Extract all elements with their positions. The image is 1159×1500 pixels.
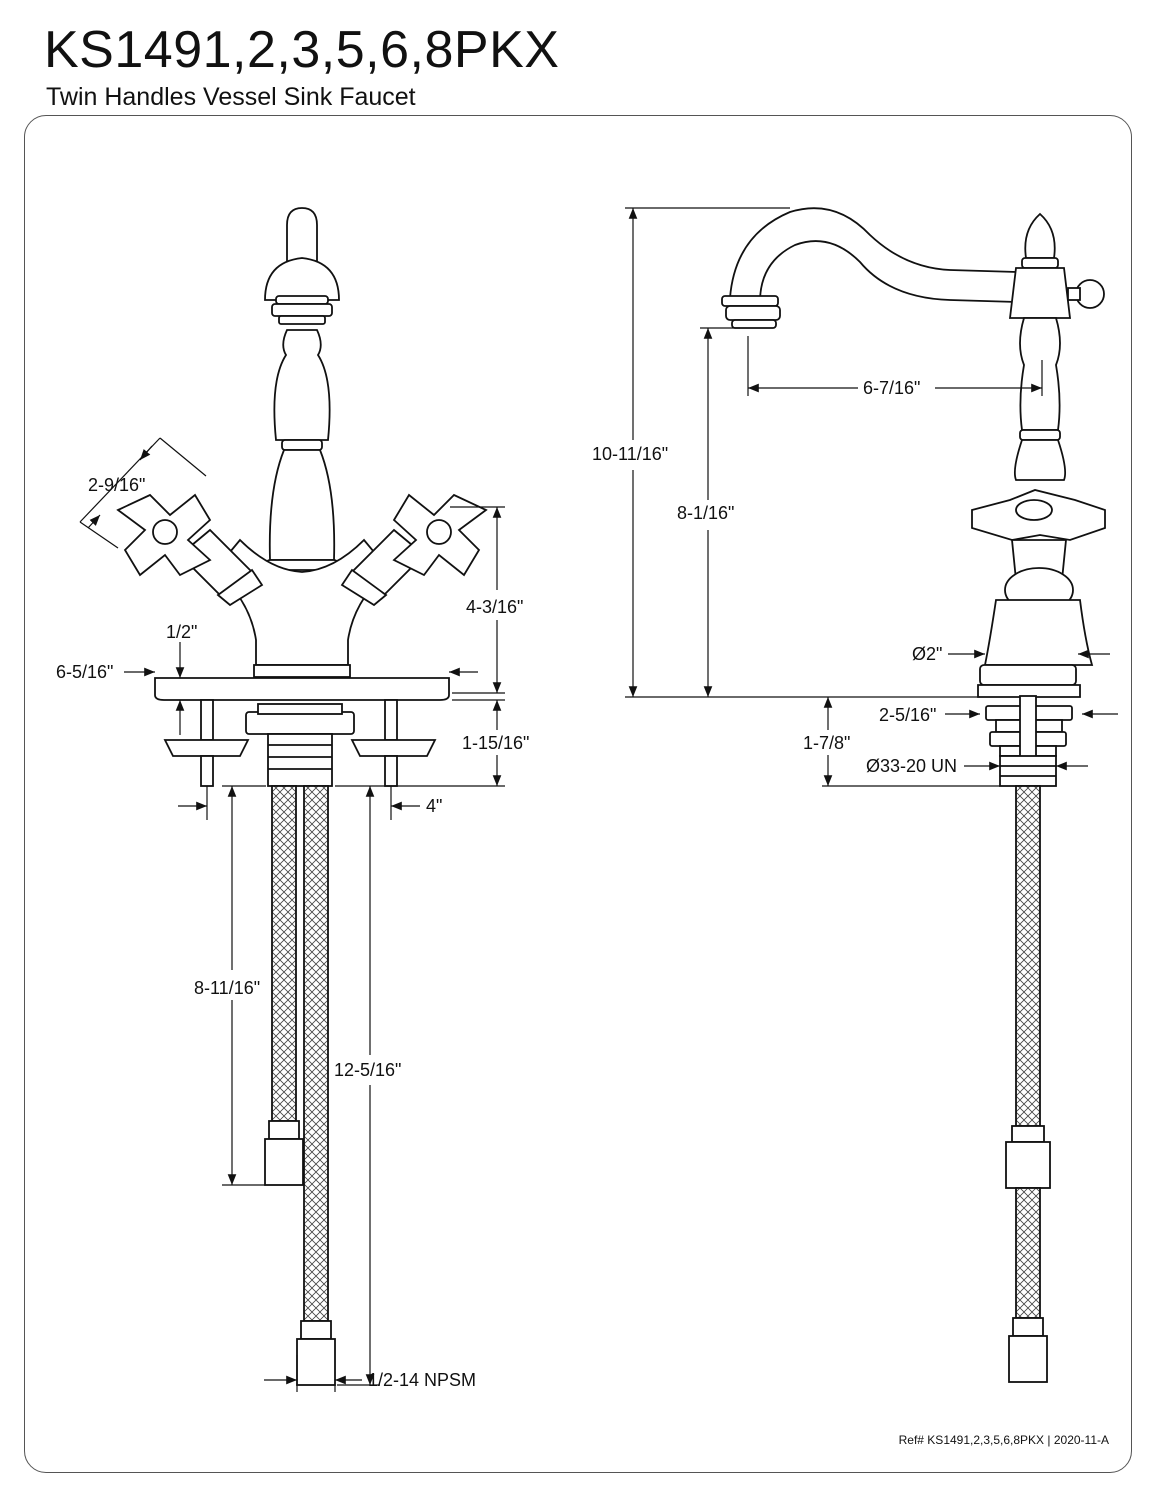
dim-connector: 1/2-14 NPSM xyxy=(368,1370,476,1390)
side-view-faucet xyxy=(721,207,1106,1383)
dim-spout-reach: 6-7/16" xyxy=(863,378,920,398)
dim-shank-length-side: 1-7/8" xyxy=(803,733,850,753)
dim-shank-length-front: 1-15/16" xyxy=(462,733,529,753)
dim-plate-width: 6-5/16" xyxy=(56,662,113,682)
dim-thread: Ø33-20 UN xyxy=(866,756,957,776)
dim-hose-long: 12-5/16" xyxy=(334,1060,401,1080)
reference-number: Ref# KS1491,2,3,5,6,8PKX | 2020-11-A xyxy=(898,1433,1109,1447)
page-title: KS1491,2,3,5,6,8PKX xyxy=(44,21,560,79)
page-subtitle: Twin Handles Vessel Sink Faucet xyxy=(46,83,416,111)
dim-center-spread: 4" xyxy=(426,796,442,816)
dim-mount-width: 2-5/16" xyxy=(879,705,936,725)
dim-plate-thickness: 1/2" xyxy=(166,622,197,642)
dim-handle-width: 2-9/16" xyxy=(88,475,145,495)
front-view-dimensions xyxy=(79,437,505,1392)
dim-overall-height: 10-11/16" xyxy=(592,444,668,464)
dim-base-diameter: Ø2" xyxy=(912,644,942,664)
drawing-frame xyxy=(24,115,1132,1473)
dim-spout-height: 8-1/16" xyxy=(677,503,734,523)
dim-handle-height: 4-3/16" xyxy=(466,597,523,617)
dim-hose-short: 8-11/16" xyxy=(194,978,260,998)
side-view-dimensions xyxy=(625,207,1118,787)
front-view-faucet xyxy=(116,207,488,1386)
